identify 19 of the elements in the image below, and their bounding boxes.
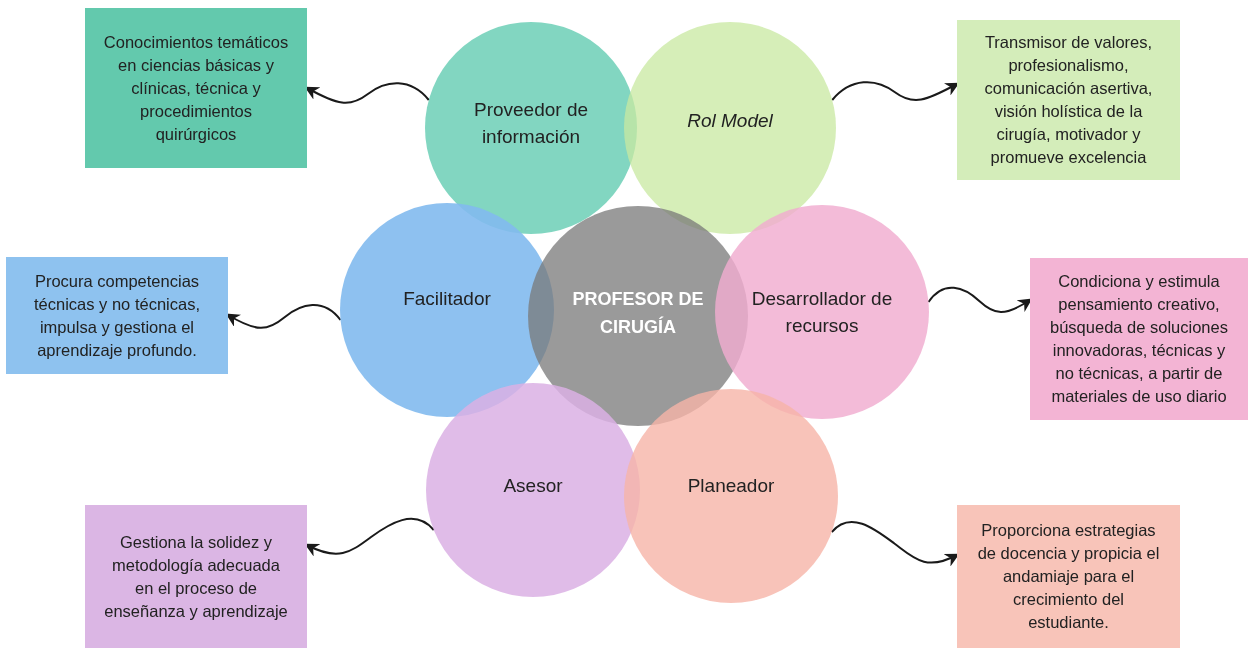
description-box (957, 20, 1180, 180)
role-label: Facilitador (402, 286, 492, 311)
role-label: Asesor (502, 473, 564, 498)
description-box (957, 505, 1180, 648)
description-text: Transmisor de valores, profesionalismo, comunicación asertiva, visión holística de la cirugía, motivador y promueve excelencia (983, 32, 1154, 168)
description-box (6, 257, 228, 374)
description-text: Proporciona estrategias de docencia y propicia el andamiaje para el crecimiento del estudiante. (976, 520, 1161, 633)
description-text: Condiciona y estimula pensamiento creativo, búsqueda de soluciones innovadoras, técnicas y no técnicas, a partir de materiales de uso diario (1049, 271, 1229, 407)
description-box (1030, 258, 1248, 420)
description-box (85, 8, 307, 168)
role-label: Proveedor de información (472, 98, 590, 149)
role-label: Planeador (686, 473, 776, 498)
role-label: Desarrollador de recursos (750, 287, 894, 338)
description-box (85, 505, 307, 648)
description-text: Gestiona la solidez y metodología adecuada en el proceso de enseñanza y aprendizaje (103, 531, 289, 622)
role-label: PROFESOR DE CIRUGÍA (571, 288, 705, 339)
role-label: Rol Model (686, 108, 774, 133)
description-text: Conocimientos temáticos en ciencias básicas y clínicas, técnica y procedimientos quirúrgicos (102, 31, 290, 145)
description-text: Procura competencias técnicas y no técnicas, impulsa y gestiona el aprendizaje profundo. (33, 270, 201, 361)
